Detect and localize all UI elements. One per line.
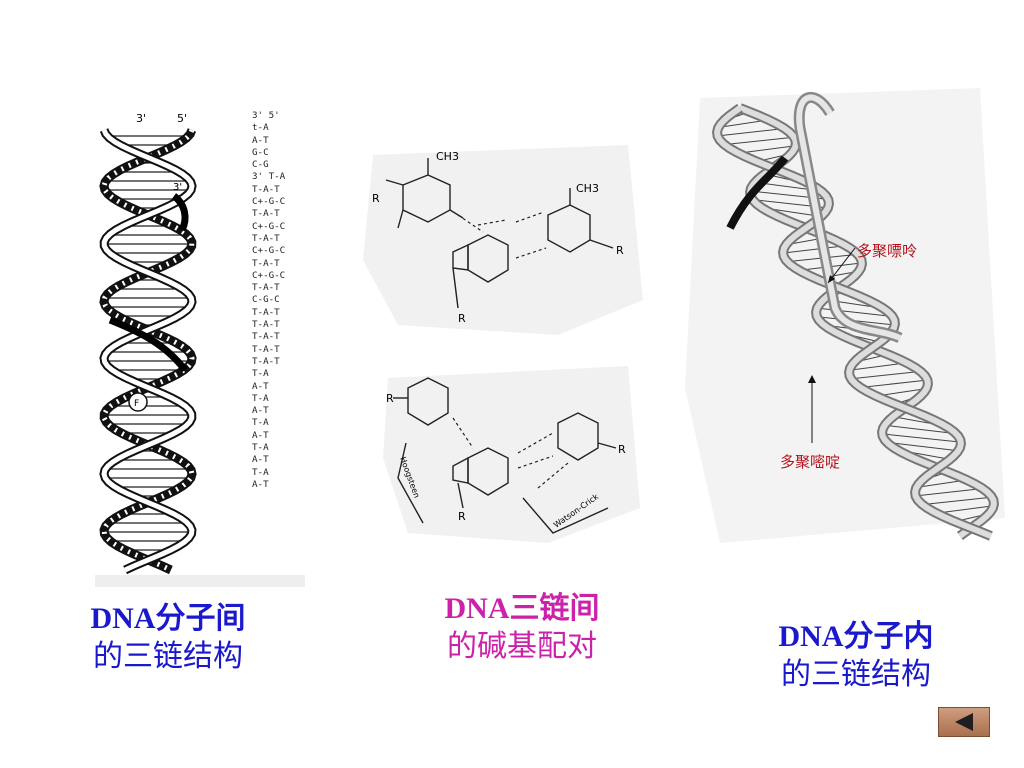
sequence-row: C-G <box>252 159 269 171</box>
sequence-row: T-A-T <box>252 319 280 331</box>
r-label-3: R <box>458 312 466 325</box>
sequence-row: T-A <box>252 442 269 454</box>
sequence-row: T-A <box>252 392 269 404</box>
r-label-6: R <box>458 510 466 523</box>
sequence-row: A-T <box>252 134 269 146</box>
marker-label: F <box>134 399 139 409</box>
base-triple-cgc: R R R Hoogsteen Watson-Crick <box>383 366 640 543</box>
caption-base-pairing: DNA三链间 的碱基配对 <box>432 590 612 666</box>
sequence-row: A-T <box>252 405 269 417</box>
sequence-row: T-A-T <box>252 306 280 318</box>
sequence-row: T-A-T <box>252 183 280 195</box>
sequence-row: 3' T-A <box>252 171 286 183</box>
sequence-row: C+-G-C <box>252 220 286 232</box>
sequence-row: A-T <box>252 454 269 466</box>
sequence-row: A-T <box>252 429 269 441</box>
caption-intermolecular-line2: 的三链结构 <box>93 640 243 673</box>
ch3-label-b: CH3 <box>576 182 599 195</box>
ch3-label-a: CH3 <box>436 150 459 163</box>
label-5prime: 5' <box>177 112 187 125</box>
sequence-row: C-G-C <box>252 294 280 306</box>
intramolecular-triplex-diagram <box>685 88 1005 543</box>
r-label-2: R <box>616 244 624 257</box>
caption-base-pairing-line2: 的碱基配对 <box>447 630 597 663</box>
intermolecular-helix-diagram: 3' 5' 3' F <box>95 112 305 587</box>
sequence-row: A-T <box>252 380 269 392</box>
sequence-row: T-A-T <box>252 232 280 244</box>
sequence-row: T-A <box>252 466 269 478</box>
base-triple-tat: CH3 CH3 R R R <box>363 145 643 335</box>
caption-base-pairing-line1: DNA三链间 <box>444 592 600 625</box>
sequence-row: T-A-T <box>252 355 280 367</box>
caption-intramolecular-line1: DNA分子内 <box>778 620 934 653</box>
sequence-row: T-A-T <box>252 343 280 355</box>
sequence-header: 3' 5' <box>252 110 280 121</box>
sequence-row: T-A-T <box>252 257 280 269</box>
sequence-row: C+-G-C <box>252 269 286 281</box>
r-label-5: R <box>618 443 626 456</box>
sequence-row: t-A <box>252 122 269 134</box>
sequence-row: A-T <box>252 478 269 490</box>
back-button[interactable] <box>938 707 990 737</box>
sequence-row: G-C <box>252 146 269 158</box>
sequence-row: T-A-T <box>252 331 280 343</box>
caption-intramolecular: DNA分子内 的三链结构 <box>766 618 946 694</box>
label-polypurine: 多聚嘌呤 <box>857 242 918 260</box>
back-arrow-icon <box>955 713 973 731</box>
caption-intermolecular: DNA分子间 的三链结构 <box>78 600 258 676</box>
sequence-row: T-A-T <box>252 208 280 220</box>
r-label-1: R <box>372 192 380 205</box>
label-3prime-mid: 3' <box>173 182 182 193</box>
sequence-row: T-A-T <box>252 282 280 294</box>
label-3prime: 3' <box>136 112 146 125</box>
sequence-row: T-A <box>252 417 269 429</box>
label-polypyrimidine: 多聚嘧啶 <box>780 453 841 471</box>
r-label-4: R <box>386 392 394 405</box>
sequence-row: C+-G-C <box>252 196 286 208</box>
caption-intramolecular-line2: 的三链结构 <box>781 658 931 691</box>
sequence-row: C+-G-C <box>252 245 286 257</box>
marker-circle <box>128 392 148 412</box>
caption-intermolecular-line1: DNA分子间 <box>90 602 246 635</box>
sequence-row: T-A <box>252 368 269 380</box>
